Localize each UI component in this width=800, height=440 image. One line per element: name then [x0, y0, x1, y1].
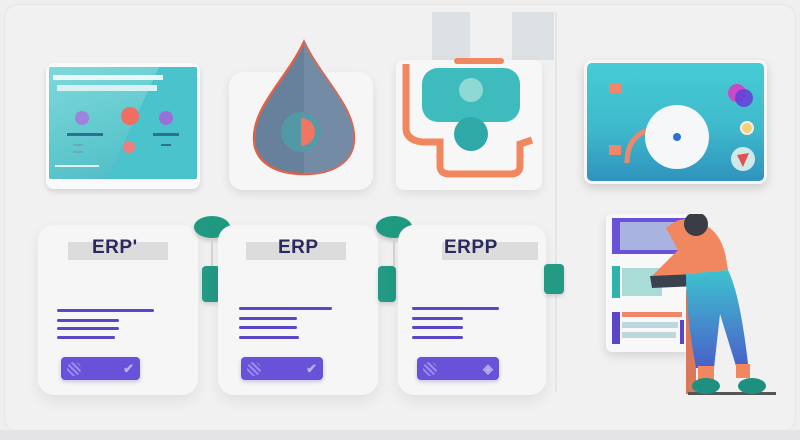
- erp-card-2[interactable]: ERP ✔: [218, 225, 378, 395]
- text-line: [57, 327, 119, 330]
- text-line: [239, 326, 297, 329]
- background-strip: [432, 12, 470, 60]
- checkmark-icon: ✔: [306, 360, 317, 376]
- text-line: [412, 326, 463, 329]
- tag-icon: ◈: [483, 360, 493, 376]
- title-background: [442, 242, 538, 260]
- user-profile-icon: [402, 58, 534, 178]
- confirm-button[interactable]: ✔: [241, 357, 323, 380]
- erp-card-title: ERP: [278, 237, 319, 258]
- divider: [555, 12, 557, 392]
- gauge-dial-icon: [609, 83, 755, 171]
- connector-tab[interactable]: [378, 266, 396, 302]
- erp-card-title: ERP': [92, 237, 138, 258]
- gauge-tile[interactable]: [584, 60, 767, 184]
- profile-tile[interactable]: [396, 58, 542, 190]
- text-line: [412, 307, 499, 310]
- person-leaning-icon: [650, 214, 776, 395]
- text-line: [239, 336, 299, 339]
- confirm-button[interactable]: ✔: [61, 357, 140, 380]
- text-line: [239, 307, 332, 310]
- text-line: [412, 336, 463, 339]
- erp-card-3[interactable]: ERPP ◈: [398, 225, 546, 395]
- globe-icon: [423, 361, 437, 376]
- text-line: [57, 319, 119, 322]
- confirm-button[interactable]: ◈: [417, 357, 499, 380]
- title-background: [68, 242, 168, 260]
- erp-card-1[interactable]: ERP' ✔: [38, 225, 198, 395]
- connector-line: [393, 238, 395, 266]
- connector-tab[interactable]: [544, 264, 564, 294]
- bottom-bar: [0, 430, 800, 440]
- text-line: [57, 336, 115, 339]
- background-strip: [512, 12, 554, 60]
- droplet-tile[interactable]: [229, 39, 373, 190]
- checkmark-icon: ✔: [123, 360, 134, 376]
- dashboard-tile[interactable]: [46, 63, 200, 189]
- text-line: [412, 317, 463, 320]
- text-line: [239, 317, 297, 320]
- connector-tab[interactable]: [202, 266, 220, 302]
- connector-line: [211, 238, 213, 266]
- droplet-pie-icon: [252, 39, 356, 176]
- erp-card-title: ERPP: [444, 237, 498, 258]
- globe-icon: [247, 361, 261, 376]
- report-board[interactable]: [606, 214, 690, 352]
- dashboard-icon: [49, 67, 197, 179]
- title-background: [246, 242, 346, 260]
- globe-icon: [67, 361, 81, 376]
- text-line: [57, 309, 154, 312]
